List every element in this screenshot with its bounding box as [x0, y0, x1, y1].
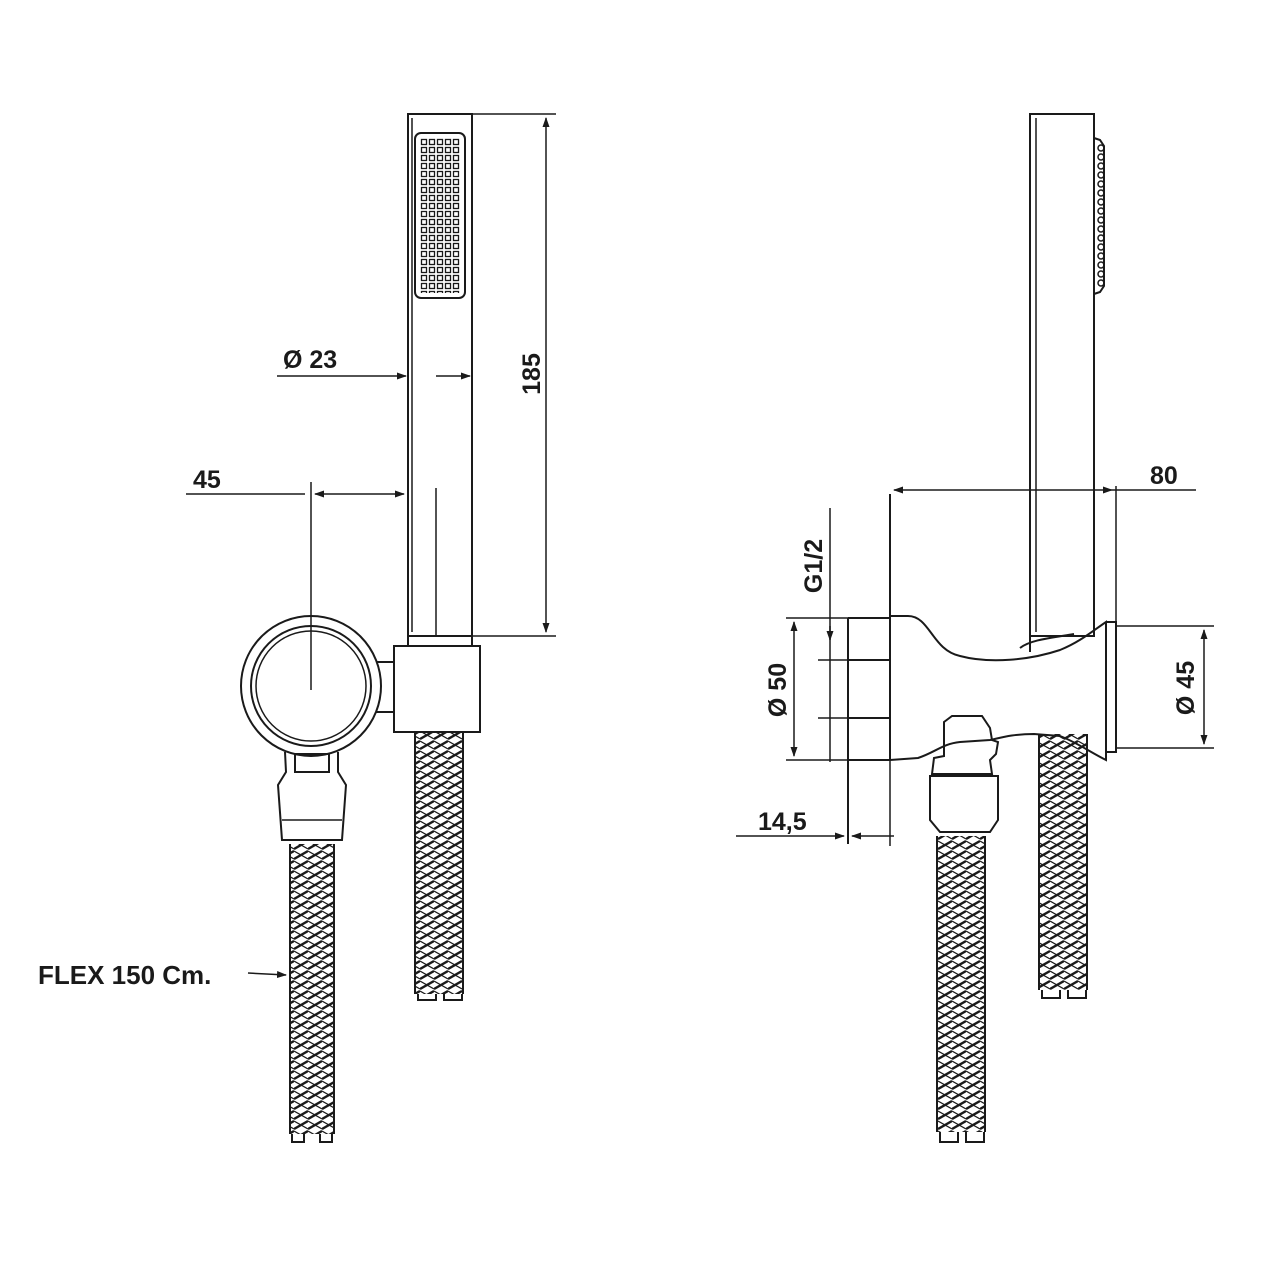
dim-holder-offset: 45 [186, 466, 405, 690]
label-handle-length: 185 [518, 353, 546, 395]
label-flange-depth: 14,5 [758, 808, 807, 836]
front-view: Ø 23 185 45 FLEX 150 Cm. [38, 113, 556, 1143]
label-handle-diameter: Ø 23 [283, 346, 337, 374]
side-nozzles [1093, 137, 1105, 295]
dim-body-diameter: Ø 45 [1116, 625, 1214, 749]
label-body-diameter: Ø 45 [1172, 661, 1200, 715]
dim-handle-length: 185 [472, 113, 556, 637]
nozzle-bump [1097, 252, 1105, 260]
label-holder-offset: 45 [193, 466, 221, 494]
nozzle-bump [1097, 234, 1105, 242]
label-flange-diameter: Ø 50 [764, 663, 792, 717]
nozzle-bump [1097, 279, 1105, 287]
dim-thread: G1/2 [800, 508, 834, 762]
nozzle-bump [1097, 216, 1105, 224]
nozzle-bump [1097, 225, 1105, 233]
nozzle-bump [1097, 198, 1105, 206]
nozzle-bump [1097, 189, 1105, 197]
dim-projection: 80 [893, 462, 1196, 622]
nozzle-bump [1097, 153, 1105, 161]
side-hose-nut [929, 715, 1000, 833]
dim-flange-depth: 14,5 [736, 760, 894, 846]
dim-handle-diameter: Ø 23 [277, 346, 471, 380]
label-projection: 80 [1150, 462, 1178, 490]
front-clamp-block [393, 645, 481, 733]
side-view: 80 G1/2 Ø 50 Ø 45 14,5 [736, 113, 1214, 1143]
nozzle-bump [1097, 162, 1105, 170]
side-hose-left [936, 836, 986, 1143]
side-hose-right [1038, 734, 1088, 999]
front-hose-nut [276, 751, 348, 841]
nozzle-bump [1097, 243, 1105, 251]
front-hose-right [414, 732, 464, 1001]
front-spray-face [414, 132, 466, 299]
front-hose-left [289, 844, 335, 1143]
note-hose-length: FLEX 150 Cm. [38, 960, 287, 990]
side-holder-body [889, 615, 1107, 762]
label-thread: G1/2 [800, 539, 828, 593]
nozzle-bump [1097, 261, 1105, 269]
nozzle-bump [1097, 171, 1105, 179]
nozzle-bump [1097, 180, 1105, 188]
nozzle-bump [1097, 270, 1105, 278]
nozzle-bump [1097, 144, 1105, 152]
nozzle-bump [1097, 207, 1105, 215]
label-hose-length: FLEX 150 Cm. [38, 960, 211, 990]
dim-flange-diameter: Ø 50 [764, 617, 848, 761]
side-handle [1029, 113, 1095, 637]
